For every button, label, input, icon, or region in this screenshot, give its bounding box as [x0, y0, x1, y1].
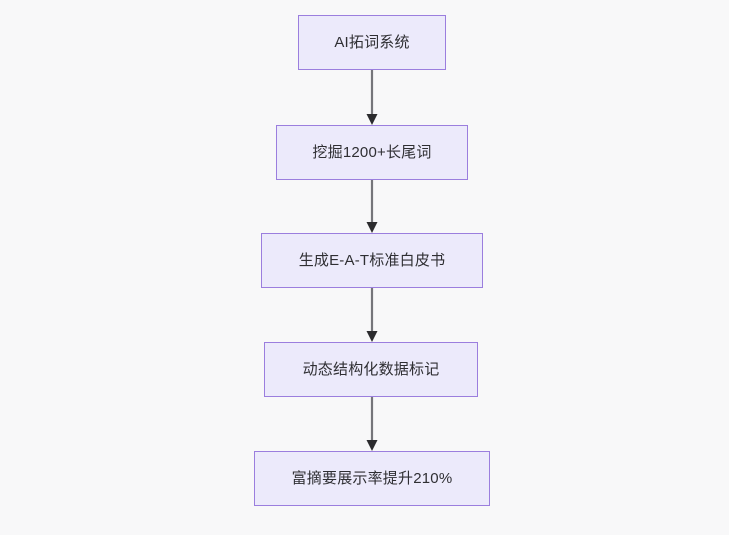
- flow-node-label: AI拓词系统: [334, 34, 410, 51]
- flow-node-label: 挖掘1200+长尾词: [312, 144, 432, 161]
- flow-node-dynamic-structured-data-markup[interactable]: 动态结构化数据标记: [264, 342, 478, 397]
- edge-node-2-to-node-3: [366, 180, 378, 233]
- flow-node-label: 富摘要展示率提升210%: [291, 470, 453, 487]
- edge-node-1-to-node-2: [366, 70, 378, 125]
- flow-node-label: 生成E-A-T标准白皮书: [298, 252, 446, 269]
- edge-node-4-to-node-5: [366, 397, 378, 451]
- flow-node-generate-eat-whitepaper[interactable]: 生成E-A-T标准白皮书: [261, 233, 483, 288]
- flow-node-label: 动态结构化数据标记: [302, 361, 440, 378]
- edge-node-3-to-node-4: [366, 288, 378, 342]
- flow-node-rich-snippet-impression-lift[interactable]: 富摘要展示率提升210%: [254, 451, 490, 506]
- flow-node-ai-keyword-system[interactable]: AI拓词系统: [298, 15, 446, 70]
- flow-node-mine-longtail-keywords[interactable]: 挖掘1200+长尾词: [276, 125, 468, 180]
